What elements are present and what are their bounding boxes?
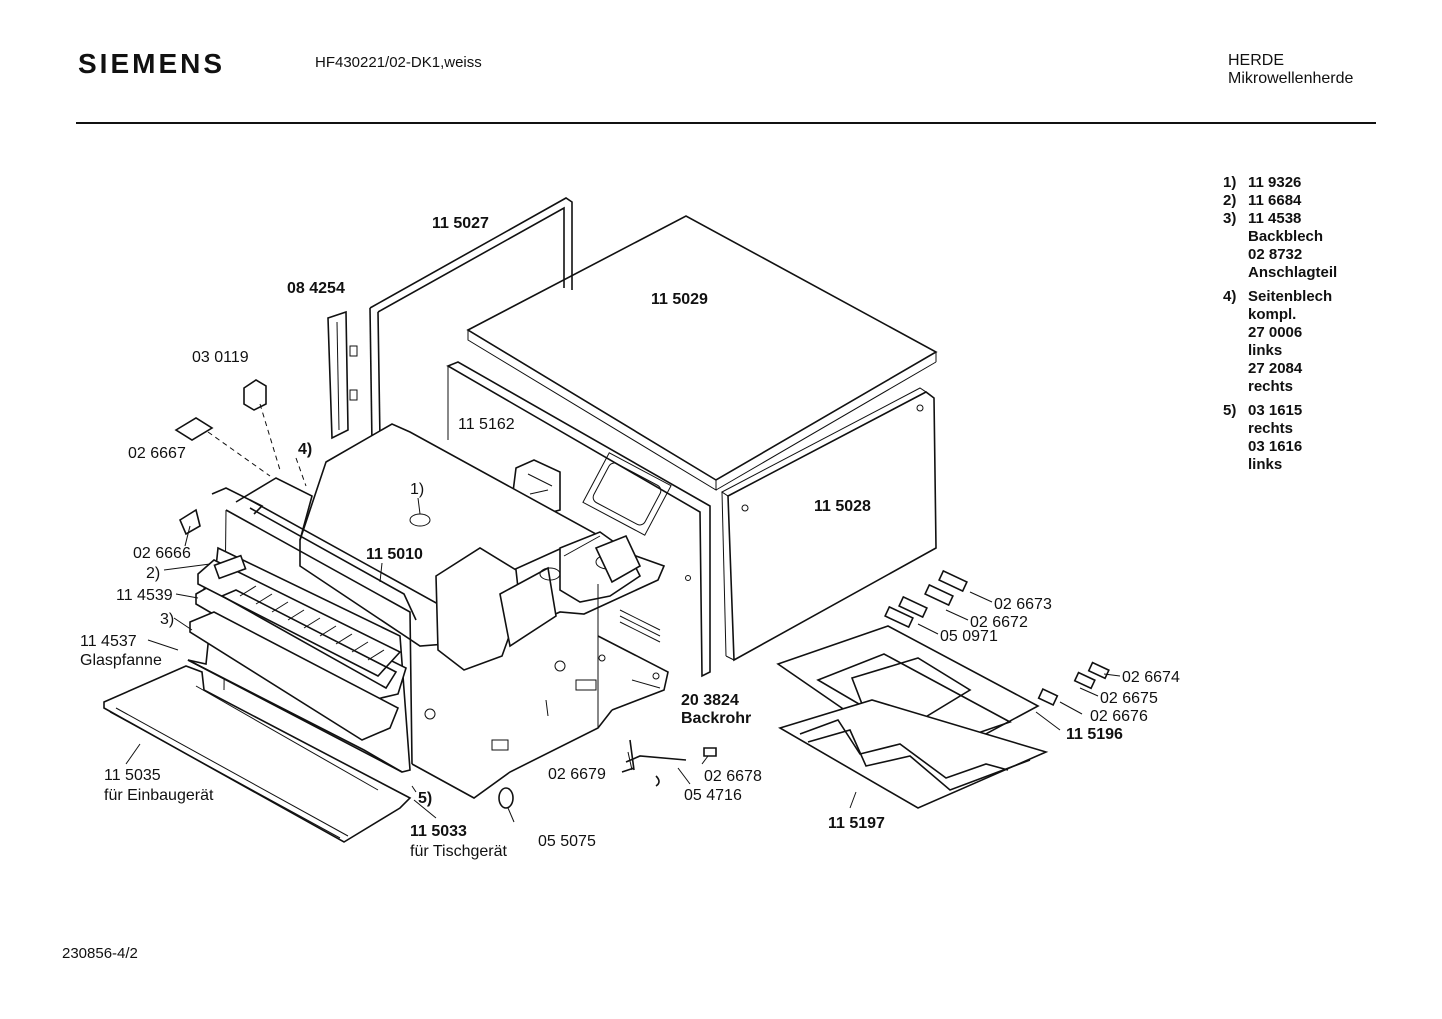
document-number: 230856-4/2 [62, 945, 138, 962]
category-line-2: Mikrowellenherde [1228, 70, 1354, 87]
legend-line: links [1248, 456, 1283, 473]
legend-line: 11 9326 [1248, 174, 1302, 191]
legend-line: rechts [1248, 420, 1294, 437]
label-114537: 11 4537 [80, 633, 137, 650]
legend-line: kompl. [1248, 306, 1297, 323]
foot-strip-drawing [103, 665, 412, 843]
label-026676: 02 6676 [1090, 708, 1148, 725]
label-einbaugeraet: für Einbaugerät [104, 787, 214, 804]
label-2: 2) [146, 565, 160, 582]
side-panel-drawing [721, 387, 937, 662]
label-115029: 11 5029 [651, 291, 708, 308]
legend-line: Anschlagteil [1248, 264, 1338, 281]
label-026673: 02 6673 [994, 596, 1052, 613]
clip-parts-drawing [884, 569, 1110, 706]
legend-item-5: 5) 03 1615 rechts 03 1616 links [1223, 402, 1337, 474]
legend-line: rechts [1248, 378, 1294, 395]
label-030119: 03 0119 [192, 349, 249, 366]
rear-wall-drawing [446, 361, 711, 678]
parts-legend: 1) 11 9326 2) 11 6684 3) 11 4538 Backble… [1223, 174, 1337, 474]
legend-item-1: 1) 11 9326 [1223, 174, 1337, 192]
part-labels: 11 5027 08 4254 03 0119 02 6667 4) 11 50… [80, 215, 1180, 860]
legend-line: 11 6684 [1248, 192, 1302, 209]
legend-line: links [1248, 342, 1283, 359]
chassis-drawing [211, 423, 669, 799]
legend-line: 27 0006 [1248, 324, 1303, 341]
label-114539: 11 4539 [116, 587, 173, 604]
label-115162: 11 5162 [458, 416, 515, 433]
label-026675: 02 6675 [1100, 690, 1158, 707]
label-backrohr: Backrohr [681, 710, 751, 727]
category-heading: HERDE Mikrowellenherde [1228, 52, 1353, 88]
model-designation: HF430221/02-DK1,weiss [315, 54, 482, 71]
legend-line: 03 1615 [1248, 402, 1303, 419]
label-4: 4) [298, 441, 312, 458]
label-026666: 02 6666 [133, 545, 191, 562]
turntable-tray-drawing [776, 625, 1049, 809]
label-1: 1) [410, 481, 424, 498]
legend-item-4: 4) Seitenblech kompl. 27 0006 links 27 2… [1223, 288, 1337, 396]
leader-lines [125, 403, 1121, 823]
legend-number: 1) [1223, 174, 1237, 191]
label-054716: 05 4716 [684, 787, 742, 804]
header-divider [76, 122, 1376, 124]
label-3: 3) [160, 611, 174, 628]
legend-number: 2) [1223, 192, 1237, 209]
label-026672: 02 6672 [970, 614, 1028, 631]
label-115196: 11 5196 [1066, 726, 1123, 743]
label-115035: 11 5035 [104, 767, 161, 784]
legend-number: 3) [1223, 210, 1237, 227]
legend-line: 11 4538 [1248, 210, 1302, 227]
legend-item-2: 2) 11 6684 [1223, 192, 1337, 210]
label-115010: 11 5010 [366, 546, 423, 563]
label-026679: 02 6679 [548, 766, 606, 783]
label-tischgeraet: für Tischgerät [410, 843, 507, 860]
label-115033: 11 5033 [410, 823, 467, 840]
top-cover-drawing [466, 215, 938, 491]
label-050971: 05 0971 [940, 628, 998, 645]
legend-line: Seitenblech [1248, 288, 1333, 305]
category-line-1: HERDE [1228, 52, 1285, 69]
grill-rack-drawing [220, 585, 398, 690]
legend-line: 02 8732 [1248, 246, 1303, 263]
label-026674: 02 6674 [1122, 669, 1180, 686]
small-parts-drawing [174, 379, 717, 809]
label-5: 5) [418, 790, 432, 807]
legend-line: 03 1616 [1248, 438, 1303, 455]
legend-line: Backblech [1248, 228, 1324, 245]
label-203824: 20 3824 [681, 692, 739, 709]
label-026667: 02 6667 [128, 445, 186, 462]
legend-item-3: 3) 11 4538 Backblech 02 8732 Anschlagtei… [1223, 210, 1337, 282]
legend-number: 4) [1223, 288, 1237, 305]
label-115027: 11 5027 [432, 215, 489, 232]
label-026678: 02 6678 [704, 768, 762, 785]
label-055075: 05 5075 [538, 833, 596, 850]
bracket-drawing [327, 310, 358, 440]
label-084254: 08 4254 [287, 280, 345, 297]
label-115028: 11 5028 [814, 498, 871, 515]
siemens-logo: SIEMENS [78, 48, 226, 79]
legend-line: 27 2084 [1248, 360, 1303, 377]
label-glaspfanne: Glaspfanne [80, 652, 162, 669]
back-frame-drawing [369, 197, 573, 445]
legend-number: 5) [1223, 402, 1237, 419]
label-115197: 11 5197 [828, 815, 885, 832]
